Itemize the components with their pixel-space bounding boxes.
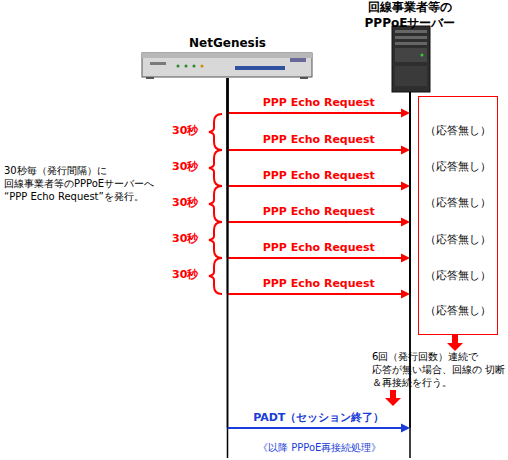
no-response-text: （応答無し） <box>419 160 497 174</box>
message-arrow <box>228 78 411 118</box>
interval-label: 30秒 <box>172 268 212 282</box>
router-node: NetGenesis <box>140 36 315 78</box>
server-illustration <box>392 26 430 92</box>
note-text: 30秒毎（発行間隔）に 回線事業者等のPPPoEサーバーへ “PPP Echo … <box>4 164 176 203</box>
lifeline <box>409 92 411 458</box>
no-response-text: （応答無し） <box>419 233 497 247</box>
interval-bracket <box>209 114 222 294</box>
no-response-text: （応答無し） <box>419 269 497 283</box>
router-illustration <box>142 53 312 79</box>
node-label: NetGenesis <box>140 36 315 52</box>
message-arrow <box>228 78 411 191</box>
result-arrow <box>447 335 463 351</box>
message-label: PPP Echo Request <box>263 277 375 291</box>
message-label: PPP Echo Request <box>263 169 375 183</box>
message-label: PPP Echo Request <box>263 96 375 110</box>
message-arrow <box>228 78 411 155</box>
response-box: （応答無し） （応答無し） （応答無し） （応答無し） （応答無し） （応答無し） <box>418 96 498 335</box>
interval-label: 30秒 <box>172 232 212 246</box>
interval-label: 30秒 <box>172 124 212 138</box>
message-label: PPP Echo Request <box>263 205 375 219</box>
message-label: PPP Echo Request <box>263 241 375 255</box>
trigger-arrow <box>385 390 401 406</box>
no-response-text: （応答無し） <box>419 304 497 318</box>
server-node: 回線事業者等の PPPoEサーバー <box>356 0 464 92</box>
message-label: PADT（セッション終了） <box>253 411 384 425</box>
message-arrow <box>228 78 411 227</box>
interval-label: 30秒 <box>172 160 212 174</box>
interval-label: 30秒 <box>172 196 212 210</box>
no-response-text: （応答無し） <box>419 124 497 138</box>
message-arrow <box>228 78 411 263</box>
note-text: 6回（発行回数）連続で 応答が無い場合、回線の 切断＆再接続を行う。 <box>372 350 506 389</box>
no-response-text: （応答無し） <box>419 196 497 210</box>
lifeline <box>227 78 229 458</box>
note-text: 《以降 PPPoE再接続処理》 <box>258 441 418 454</box>
message-label: PPP Echo Request <box>263 133 375 147</box>
node-label: 回線事業者等の PPPoEサーバー <box>356 0 464 31</box>
message-arrow <box>228 78 411 299</box>
